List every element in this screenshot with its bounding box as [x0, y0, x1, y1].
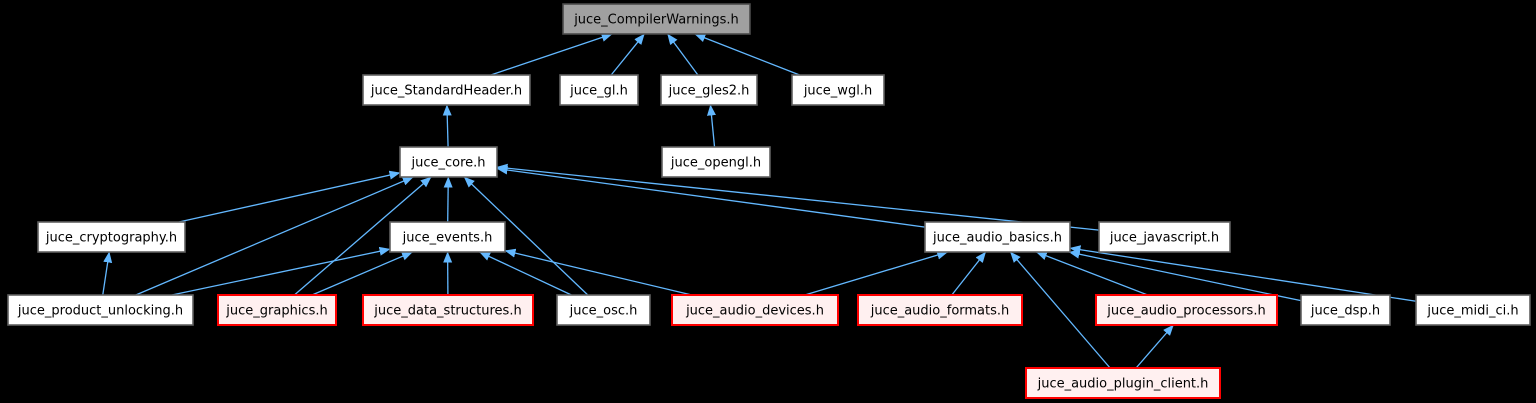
node-box[interactable] — [924, 221, 1071, 253]
include-edge-gles2-to-compilerwarnings — [667, 33, 699, 76]
graph-node-juce_cryptography-h[interactable]: juce_cryptography.h — [37, 221, 186, 253]
include-edge-productunlocking-to-events — [171, 246, 391, 296]
node-box[interactable] — [362, 74, 531, 106]
graph-node-juce_opengl-h[interactable]: juce_opengl.h — [661, 146, 771, 178]
include-edge-dsp-to-audiobasics — [1068, 249, 1302, 302]
include-edge-cryptography-to-core — [178, 170, 401, 223]
graph-node-juce_StandardHeader-h[interactable]: juce_StandardHeader.h — [362, 74, 531, 106]
include-edge-graphics-to-core — [293, 176, 432, 296]
node-box[interactable] — [562, 3, 751, 35]
include-edge-audiopluginclient-to-audiobasics — [1009, 251, 1111, 369]
graph-node-juce_osc-h[interactable]: juce_osc.h — [556, 294, 651, 326]
node-box[interactable] — [1095, 294, 1278, 326]
graph-node-juce_audio_formats-h[interactable]: juce_audio_formats.h — [857, 294, 1023, 326]
node-box[interactable] — [661, 146, 771, 178]
graph-node-juce_data_structures-h[interactable]: juce_data_structures.h — [362, 294, 534, 326]
include-edge-graphics-to-events — [311, 251, 413, 296]
include-edge-wgl-to-compilerwarnings — [694, 33, 800, 76]
node-box[interactable] — [791, 74, 885, 106]
include-edge-javascript-to-core — [496, 163, 1100, 231]
node-box[interactable] — [217, 294, 337, 326]
graph-node-juce_graphics-h[interactable]: juce_graphics.h — [217, 294, 337, 326]
graph-node-juce_gles2-h[interactable]: juce_gles2.h — [660, 74, 758, 106]
graph-node-juce_core-h[interactable]: juce_core.h — [399, 146, 498, 178]
graph-node-juce_dsp-h[interactable]: juce_dsp.h — [1300, 294, 1391, 326]
graph-node-juce_wgl-h[interactable]: juce_wgl.h — [791, 74, 885, 106]
node-box[interactable] — [389, 221, 506, 253]
include-edge-standardheader-to-compilerwarnings — [490, 33, 613, 76]
edges-layer — [102, 33, 1417, 369]
node-box[interactable] — [362, 294, 534, 326]
graph-node-juce_javascript-h[interactable]: juce_javascript.h — [1098, 221, 1231, 253]
node-box[interactable] — [559, 74, 639, 106]
node-box[interactable] — [857, 294, 1023, 326]
node-box[interactable] — [1415, 294, 1531, 326]
graph-node-juce_audio_devices-h[interactable]: juce_audio_devices.h — [671, 294, 839, 326]
include-edge-audioformats-to-audiobasics — [951, 251, 987, 296]
graph-node-juce_CompilerWarnings-h[interactable]: juce_CompilerWarnings.h — [562, 3, 751, 35]
include-edge-productunlocking-to-core — [135, 176, 414, 296]
graph-node-juce_audio_plugin_client-h[interactable]: juce_audio_plugin_client.h — [1025, 367, 1221, 399]
graph-node-juce_audio_basics-h[interactable]: juce_audio_basics.h — [924, 221, 1071, 253]
include-edge-osc-to-core — [463, 176, 589, 296]
node-box[interactable] — [660, 74, 758, 106]
include-edge-productunlocking-to-cryptography — [102, 251, 113, 296]
node-box[interactable] — [37, 221, 186, 253]
include-edge-gl-to-compilerwarnings — [610, 33, 645, 76]
node-box[interactable] — [399, 146, 498, 178]
include-edge-audioprocessors-to-audiobasics — [1035, 251, 1148, 296]
include-edge-audiodevices-to-audiobasics — [804, 250, 949, 296]
graph-node-juce_product_unlocking-h[interactable]: juce_product_unlocking.h — [7, 294, 194, 326]
node-box[interactable] — [1025, 367, 1221, 399]
node-box[interactable] — [556, 294, 651, 326]
include-edge-events-to-core — [443, 176, 453, 223]
node-box[interactable] — [1098, 221, 1231, 253]
graph-node-juce_events-h[interactable]: juce_events.h — [389, 221, 506, 253]
include-edge-core-to-standardheader — [442, 104, 452, 148]
graph-node-juce_audio_processors-h[interactable]: juce_audio_processors.h — [1095, 294, 1278, 326]
include-edge-audiodevices-to-events — [504, 248, 692, 296]
include-edge-midici-to-audiobasics — [1069, 245, 1417, 302]
graph-node-juce_gl-h[interactable]: juce_gl.h — [559, 74, 639, 106]
include-edge-audiobasics-to-core — [496, 165, 926, 228]
node-box[interactable] — [7, 294, 194, 326]
include-edge-opengl-to-gles2 — [706, 104, 716, 148]
graph-node-juce_midi_ci-h[interactable]: juce_midi_ci.h — [1415, 294, 1531, 326]
include-edge-osc-to-events — [479, 251, 572, 296]
node-box[interactable] — [1300, 294, 1391, 326]
node-box[interactable] — [671, 294, 839, 326]
include-edge-audiopluginclient-to-audioprocessors — [1135, 324, 1174, 369]
